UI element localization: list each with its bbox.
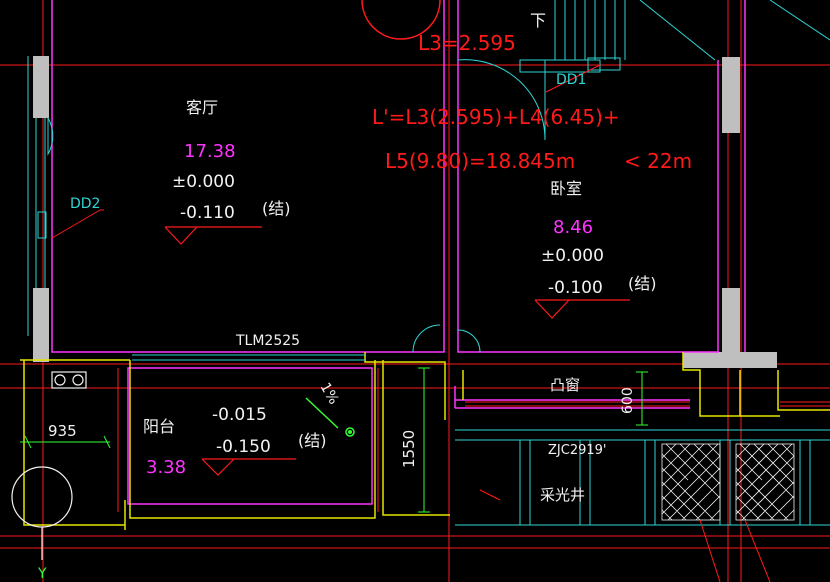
bay-window-code: ZJC2919' [548,443,606,458]
leader-lines [51,64,771,582]
room-note-balcony: (结) [298,431,327,450]
room-structure-level-balcony: -0.150 [216,437,271,457]
shaft-label: 采光井 [540,486,585,504]
bay-window-label: 凸窗 [550,376,580,394]
room-name-balcony: 阳台 [143,417,175,436]
slope-arrow [305,397,355,437]
dimension-600: 600 [620,387,636,414]
door-tag-dd1: DD1 [556,72,586,88]
room-structure-level-bedroom: -0.100 [548,278,603,298]
cyan-details [27,0,830,526]
axis-bubble [11,371,87,560]
formula-line-3: L5(9.80)=18.845m [385,149,575,173]
room-name-living: 客厅 [186,98,218,117]
room-area-balcony: 3.38 [146,457,186,478]
stair-direction-label: 下 [530,11,546,30]
room-level-bedroom: ±0.000 [541,246,604,266]
room-area-bedroom: 8.46 [553,217,593,238]
room-note-living: (结) [262,199,291,218]
room-level-balcony: -0.015 [212,405,267,425]
dimension-lines [20,367,648,513]
room-outlines [51,0,746,505]
room-level-living: ±0.000 [172,172,235,192]
room-note-bedroom: (结) [628,274,657,293]
door-tag-dd2: DD2 [70,196,100,212]
formula-line-2: L'=L3(2.595)+L4(6.45)+ [372,105,620,129]
bay-window-strip [117,368,830,512]
room-name-bedroom: 卧室 [550,179,582,198]
room-structure-level-living: -0.110 [180,203,235,223]
formula-line-1: L3=2.595 [418,31,516,55]
shaft-hatch [661,443,795,521]
top-column-circle [361,0,441,40]
dimension-935: 935 [48,422,77,440]
wall-outlines [20,352,830,530]
formula-compare: < 22m [624,149,692,173]
elevation-markers [164,226,630,476]
room-area-living: 17.38 [184,141,236,162]
dimension-1550: 1550 [400,430,418,468]
balcony-door-code: TLM2525 [235,333,300,349]
wall-columns [33,56,777,368]
axis-label: Y [37,566,47,582]
